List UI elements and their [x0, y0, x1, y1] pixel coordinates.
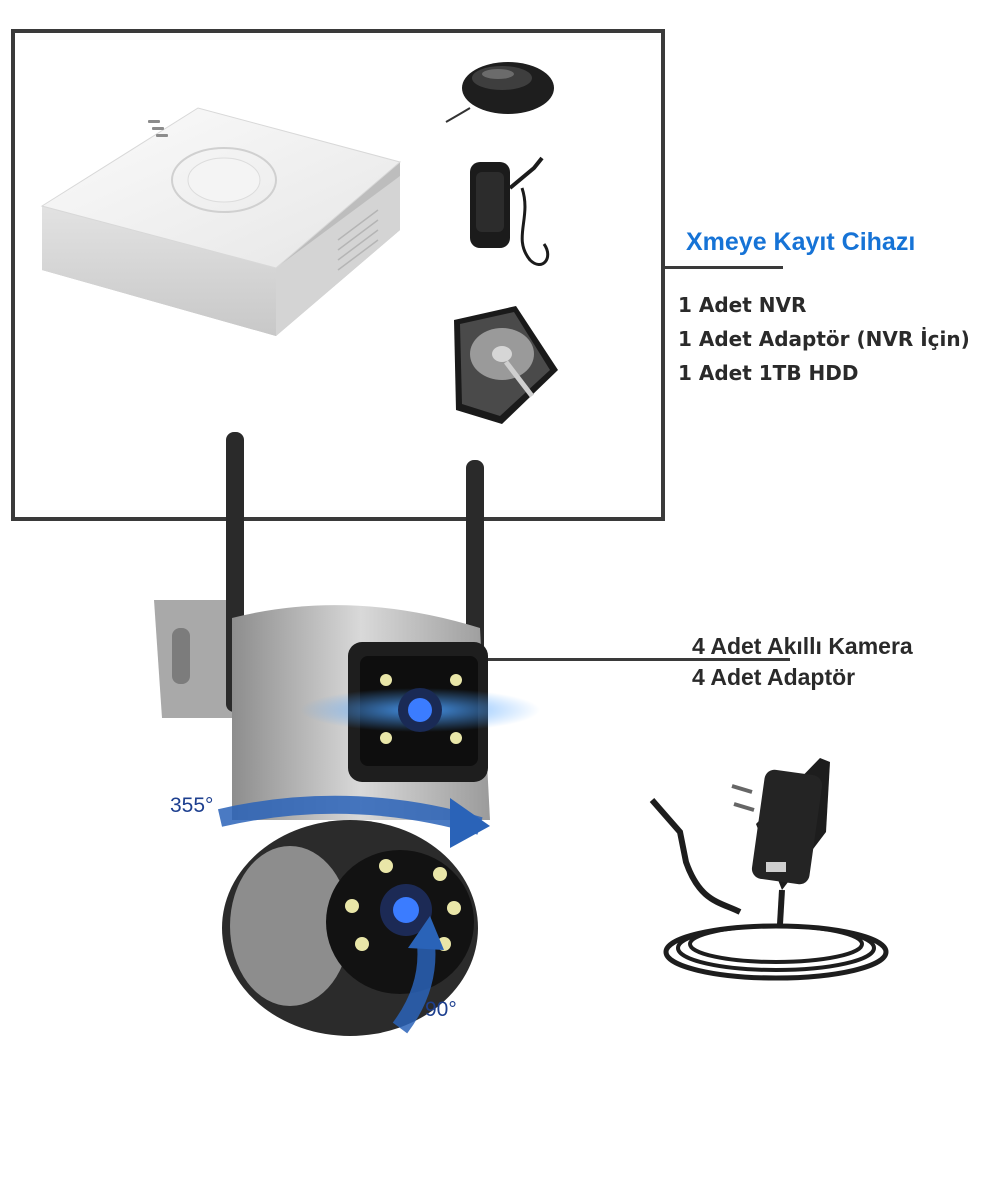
- kit-item-hdd: 1 Adet 1TB HDD: [678, 361, 859, 385]
- nvr-connector-line: [661, 266, 783, 269]
- tilt-angle-label: 90°: [425, 998, 457, 1021]
- kit-item-adapter: 1 Adet Adaptör (NVR İçin): [678, 327, 970, 351]
- kit-title: Xmeye Kayıt Cihazı: [686, 228, 916, 256]
- mouse-icon: [445, 62, 554, 123]
- camera-connector-line: [484, 658, 790, 661]
- camera-adapter-icon: [649, 758, 889, 981]
- kit-item-nvr: 1 Adet NVR: [678, 293, 807, 317]
- nvr-recorder-icon: [40, 107, 402, 336]
- camera-item-count: 4 Adet Akıllı Kamera: [692, 633, 913, 659]
- hard-drive-icon: [454, 306, 558, 424]
- power-adapter-icon: [470, 156, 550, 267]
- kit-frame: [11, 29, 665, 521]
- ptz-camera-icon: [154, 432, 540, 1036]
- camera-adapter-count: 4 Adet Adaptör: [692, 664, 856, 690]
- pan-angle-label: 355°: [170, 794, 214, 817]
